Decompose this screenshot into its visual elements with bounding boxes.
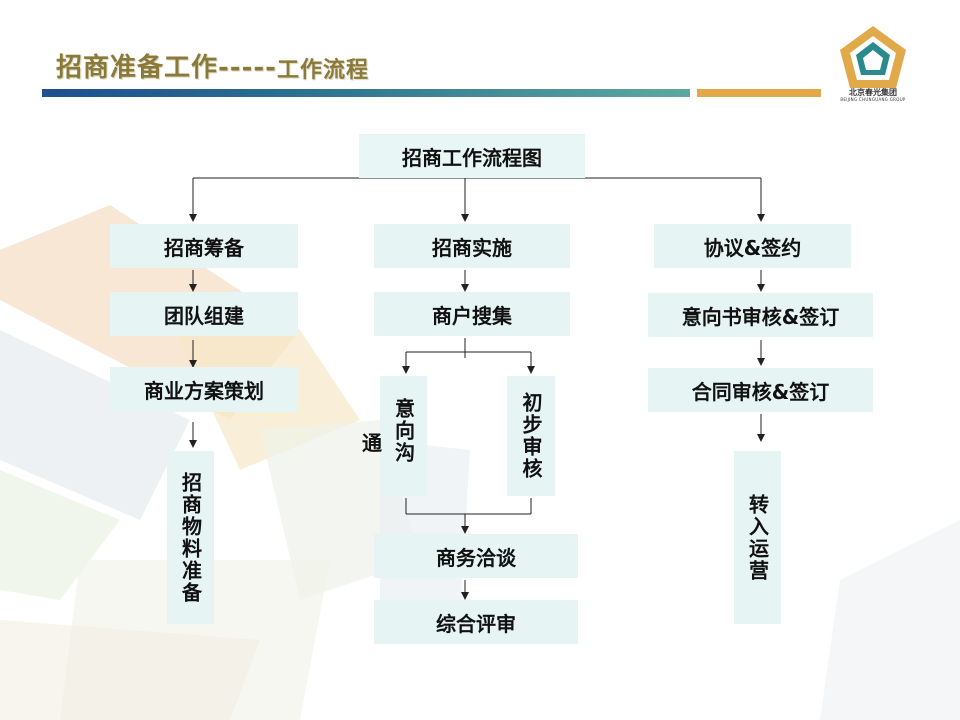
flow-middle-step2: 商户搜集	[374, 292, 570, 336]
flow-left-step4-label: 招商物料准备	[178, 471, 203, 604]
flow-middle-head: 招商实施	[374, 224, 570, 268]
flow-left-step2-label: 团队组建	[164, 303, 244, 328]
flow-right-head-label: 协议&签约	[703, 235, 802, 260]
flow-left-step3: 商业方案策划	[110, 367, 298, 412]
flow-root-label: 招商工作流程图	[402, 145, 542, 170]
flow-left-step4: 招商物料准备	[167, 451, 214, 624]
flow-left-step3-label: 商业方案策划	[144, 379, 264, 403]
flow-middle-step2-label: 商户搜集	[432, 303, 512, 328]
flow-left-head-label: 招商筹备	[164, 235, 244, 260]
flow-middle-head-label: 招商实施	[432, 235, 512, 260]
flow-middle-branch-right: 初步审核	[507, 376, 555, 496]
logo-name: 北京春光集团	[849, 87, 897, 97]
flow-middle-branch-left-label: 意向沟	[391, 398, 416, 464]
logo-subtitle: BEIJING CHUNGUANG GROUP	[840, 97, 906, 102]
flow-middle-step3: 商务洽谈	[374, 534, 578, 578]
flow-right-step2-label: 意向书审核&签订	[681, 304, 840, 329]
flow-root: 招商工作流程图	[359, 134, 585, 178]
page-title: 招商准备工作----- 工作流程	[56, 44, 369, 84]
flow-right-step3: 合同审核&签订	[648, 368, 873, 412]
flow-right-step2: 意向书审核&签订	[648, 293, 873, 337]
flow-left-step2: 团队组建	[110, 292, 298, 336]
flow-middle-step3-label: 商务洽谈	[436, 545, 516, 570]
flow-middle-branch-left: 意向沟	[380, 376, 427, 496]
flow-right-step4-label: 转入运营	[745, 493, 770, 582]
title-underline-gold	[697, 89, 821, 97]
title-sub: 工作流程	[276, 58, 369, 83]
flow-right-head: 协议&签约	[654, 224, 851, 268]
flow-right-step4: 转入运营	[734, 451, 781, 624]
flow-middle-step4-label: 综合评审	[436, 611, 516, 636]
company-logo-icon	[840, 26, 906, 88]
flow-middle-branch-right-label: 初步审核	[519, 392, 543, 480]
flow-right-step3-label: 合同审核&签订	[691, 379, 830, 404]
flow-left-head: 招商筹备	[110, 224, 298, 268]
flow-middle-step4: 综合评审	[374, 600, 578, 644]
title-main: 招商准备工作-----	[56, 53, 277, 83]
title-underline-blue	[42, 89, 690, 97]
flow-middle-branch-left-extra: 通	[362, 431, 382, 455]
